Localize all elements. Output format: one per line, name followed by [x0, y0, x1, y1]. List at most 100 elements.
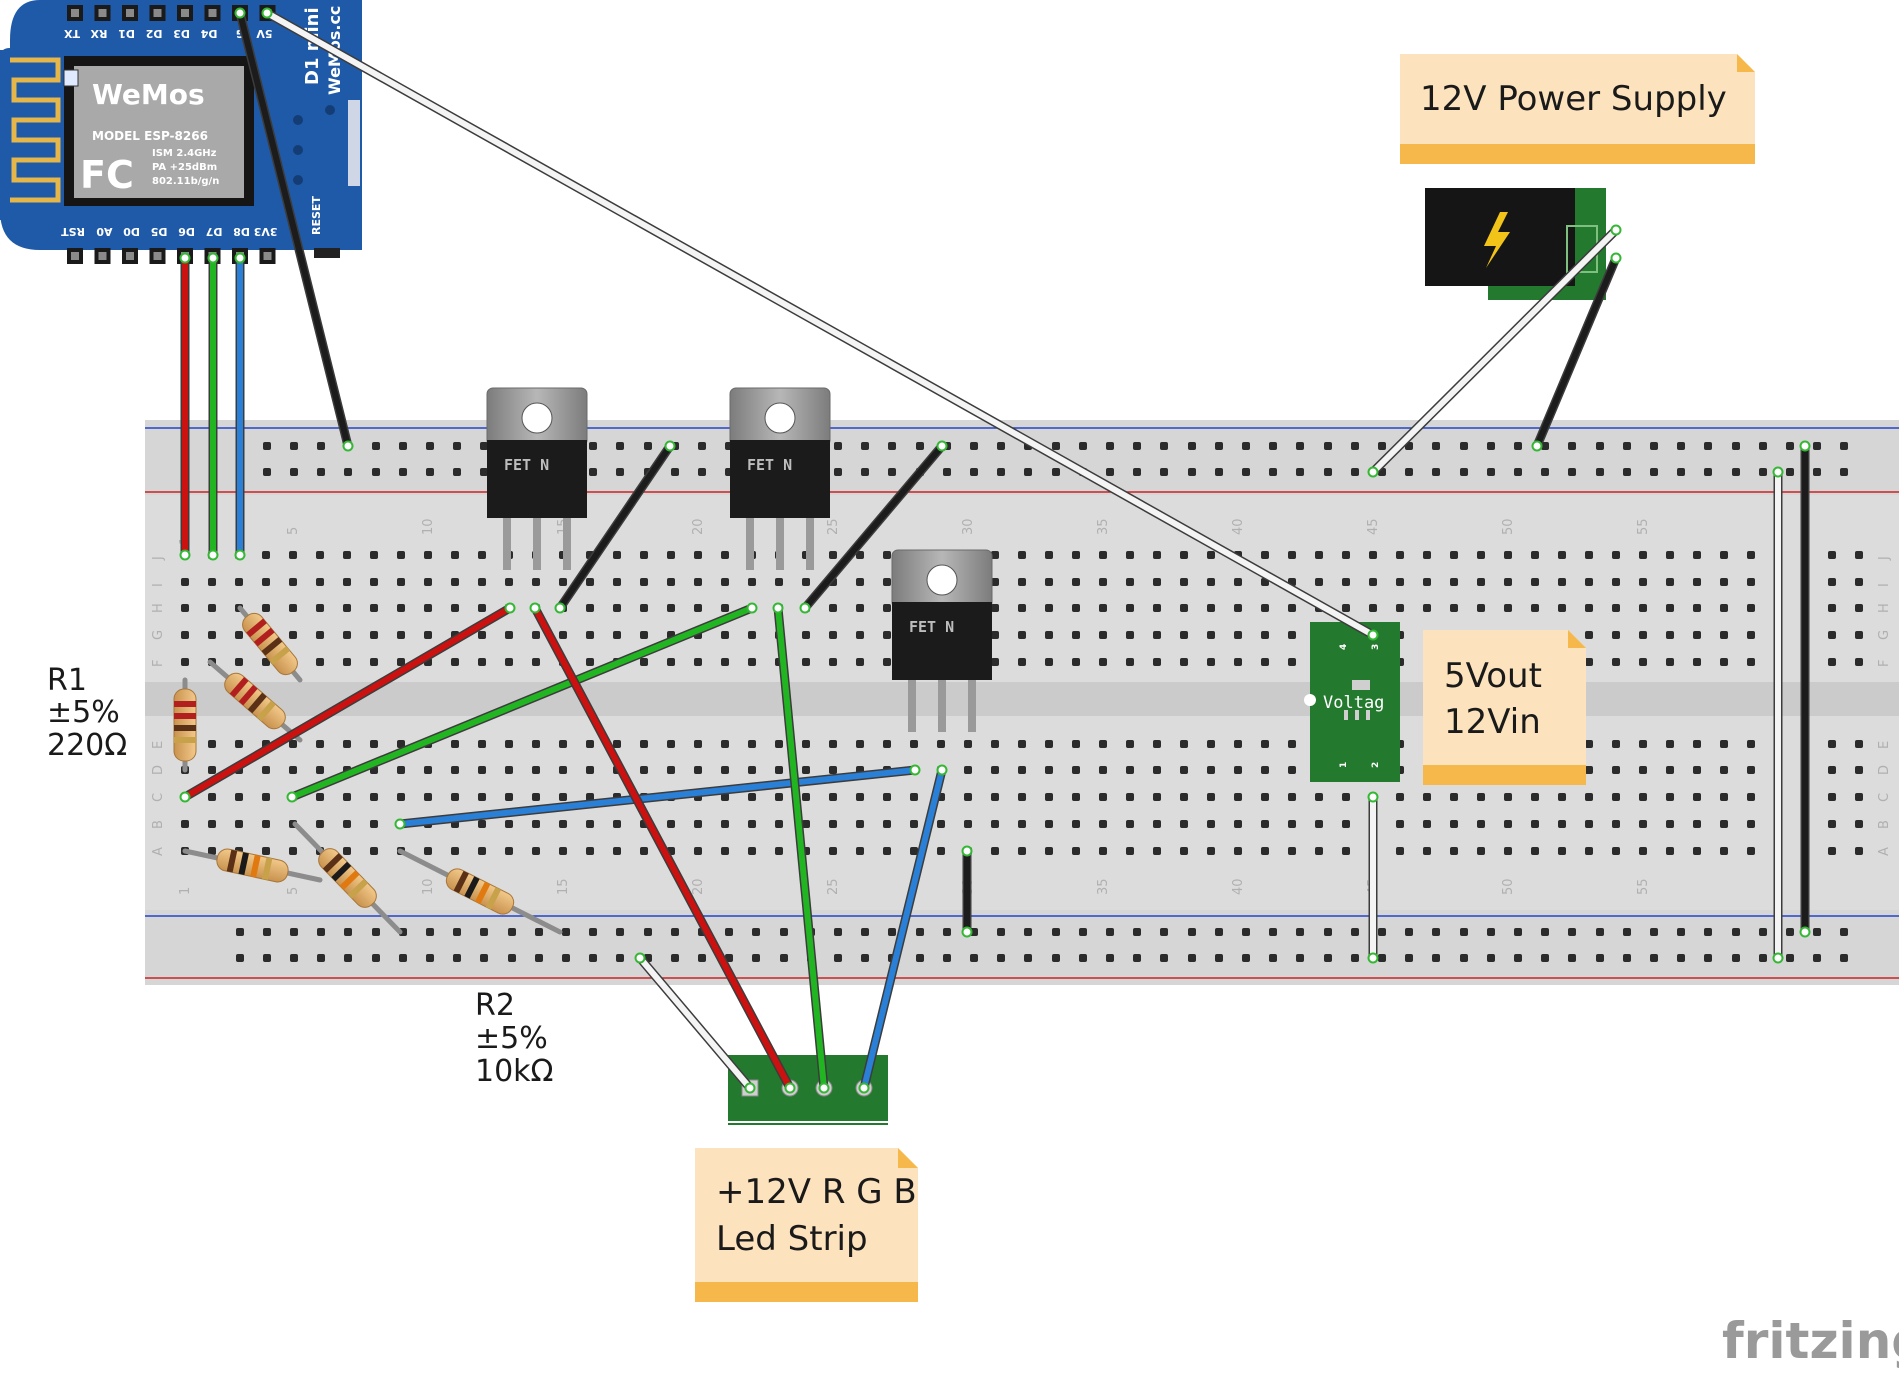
- rail-hole: [344, 468, 352, 476]
- wire-core: [237, 10, 351, 449]
- mosfet-hole: [764, 402, 796, 434]
- wire-jack-12v-white: [1367, 224, 1622, 478]
- rail-hole: [1541, 442, 1549, 450]
- breadboard-hole: [1369, 551, 1377, 559]
- rail-hole: [1296, 954, 1304, 962]
- row-letter: F: [151, 660, 166, 667]
- breadboard-hole: [1747, 740, 1755, 748]
- row-letter: B: [1877, 820, 1892, 829]
- mosfet-leg: [533, 518, 541, 570]
- breadboard-hole: [505, 847, 513, 855]
- breadboard-hole: [1747, 793, 1755, 801]
- rail-hole: [970, 954, 978, 962]
- breadboard-hole: [802, 793, 810, 801]
- breadboard-hole: [1720, 578, 1728, 586]
- rail-hole: [644, 442, 652, 450]
- breadboard-hole: [694, 740, 702, 748]
- breadboard-hole: [1423, 551, 1431, 559]
- breadboard-hole: [1423, 793, 1431, 801]
- resistor-band: [226, 849, 238, 873]
- rail-hole: [1460, 442, 1468, 450]
- column-number: 55: [1636, 518, 1651, 535]
- rail-hole: [344, 928, 352, 936]
- breadboard-hole: [1126, 658, 1134, 666]
- breadboard-hole: [991, 766, 999, 774]
- wire-end: [234, 7, 246, 19]
- rail-hole: [1568, 928, 1576, 936]
- breadboard-hole: [667, 658, 675, 666]
- column-number: 5: [286, 527, 301, 535]
- wire-end: [207, 549, 219, 561]
- breadboard-hole: [181, 604, 189, 612]
- rail-hole: [1677, 928, 1685, 936]
- bottom-pin-label: D7: [206, 225, 223, 238]
- breadboard-hole: [1207, 793, 1215, 801]
- rail-hole: [725, 928, 733, 936]
- breadboard-hole: [1126, 847, 1134, 855]
- rail-hole: [290, 954, 298, 962]
- breadboard-hole: [1558, 847, 1566, 855]
- rail-hole: [1487, 468, 1495, 476]
- wire-end: [234, 252, 246, 264]
- rail-hole: [1813, 468, 1821, 476]
- breadboard-hole: [1315, 847, 1323, 855]
- rail-hole: [1732, 468, 1740, 476]
- rail-hole: [1052, 928, 1060, 936]
- breadboard-hole: [667, 766, 675, 774]
- breadboard-hole: [1207, 847, 1215, 855]
- center-channel: [145, 682, 1899, 716]
- resistor-band: [331, 861, 352, 882]
- breadboard-hole: [505, 766, 513, 774]
- breadboard-hole: [343, 740, 351, 748]
- wire-end: [936, 764, 948, 776]
- resistor-body: [216, 848, 289, 883]
- resistor-body: [318, 848, 377, 908]
- breadboard-hole: [424, 578, 432, 586]
- breadboard-hole: [1126, 578, 1134, 586]
- breadboard-hole: [1396, 551, 1404, 559]
- rail-hole: [1133, 928, 1141, 936]
- breadboard-hole: [1558, 578, 1566, 586]
- rail-hole: [1840, 468, 1848, 476]
- mosfet-label: FET N: [747, 456, 792, 474]
- resistor-band: [475, 881, 491, 905]
- rail-hole: [508, 928, 516, 936]
- breadboard-hole: [613, 740, 621, 748]
- breadboard-hole: [1099, 793, 1107, 801]
- breadboard-hole: [1747, 551, 1755, 559]
- top-pin-label: TX: [63, 27, 80, 40]
- antenna-trace: [10, 57, 61, 203]
- rail-hole: [1052, 954, 1060, 962]
- breadboard-hole: [991, 578, 999, 586]
- breadboard-hole: [1747, 658, 1755, 666]
- breadboard-hole: [1666, 551, 1674, 559]
- breadboard-hole: [1855, 551, 1863, 559]
- breadboard-hole: [694, 604, 702, 612]
- rail-hole: [1432, 954, 1440, 962]
- breadboard-hole: [586, 820, 594, 828]
- breadboard-hole: [964, 820, 972, 828]
- breadboard-hole: [1099, 551, 1107, 559]
- breadboard-hole: [991, 604, 999, 612]
- breadboard-hole: [1369, 578, 1377, 586]
- r1-name: R1: [47, 663, 87, 698]
- breadboard-hole: [1261, 793, 1269, 801]
- breadboard-hole: [559, 740, 567, 748]
- breadboard-hole: [1639, 631, 1647, 639]
- breadboard-hole: [640, 658, 648, 666]
- rail-hole: [671, 928, 679, 936]
- breadboard-hole: [1531, 820, 1539, 828]
- reset-button: [314, 248, 340, 258]
- spec-line-2: PA +25dBm: [152, 162, 217, 173]
- breadboard-hole: [613, 631, 621, 639]
- rail-hole: [1215, 468, 1223, 476]
- breadboard-hole: [1504, 847, 1512, 855]
- breadboard-hole: [1153, 847, 1161, 855]
- breadboard-hole: [1234, 658, 1242, 666]
- rail-hole: [970, 442, 978, 450]
- wire-drain-blue: [858, 764, 948, 1094]
- breadboard-hole: [1504, 551, 1512, 559]
- breadboard-hole: [370, 820, 378, 828]
- breadboard-hole: [1693, 847, 1701, 855]
- breadboard-hole: [397, 631, 405, 639]
